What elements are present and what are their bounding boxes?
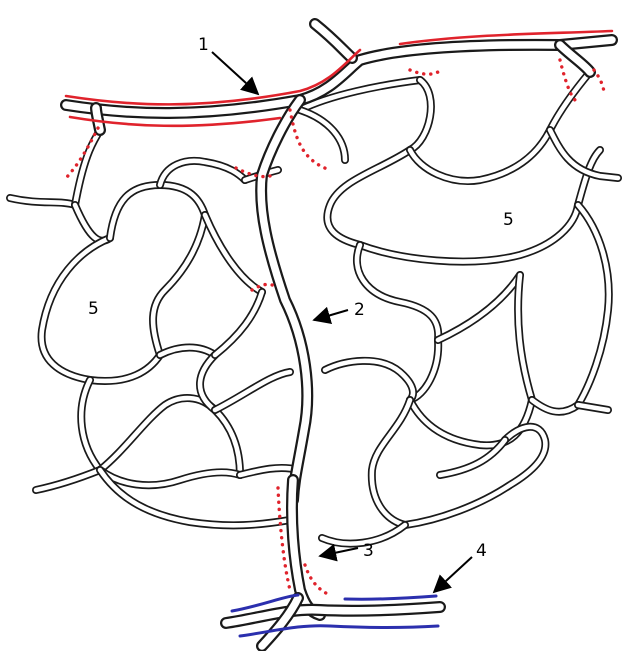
vessel-lumen <box>550 72 590 130</box>
capillary-network <box>10 72 618 544</box>
vessel-lumen <box>261 100 307 500</box>
vessel-lumen <box>315 24 352 58</box>
sphincter-dots-top <box>410 70 438 74</box>
vessel-lumen <box>327 150 410 245</box>
vessel-lumen <box>325 361 413 400</box>
capillary <box>438 275 520 340</box>
arrow-4 <box>434 557 472 592</box>
precapillary-sphincters <box>66 60 604 595</box>
venule-venous-edge-top-right <box>345 596 436 599</box>
vessel-lumen <box>36 470 100 490</box>
vessel-lumen <box>410 400 532 445</box>
capillary <box>215 292 262 355</box>
vessel-lumen <box>360 205 578 262</box>
arrow-1 <box>212 52 258 94</box>
capillary <box>327 150 410 245</box>
vessel-lumen <box>42 238 160 381</box>
label-venule: 4 <box>476 541 487 561</box>
arrow-3 <box>320 548 358 556</box>
capillary <box>153 215 205 355</box>
vessel-lumen <box>262 598 298 646</box>
capillary <box>205 215 262 292</box>
sphincter-dots-thoroughfare-right <box>305 565 330 595</box>
capillary <box>42 238 160 381</box>
label-capillary-bed-right: 5 <box>503 210 514 230</box>
vessel-lumen <box>410 130 550 181</box>
vessel-lumen <box>110 185 205 238</box>
label-metarteriole: 2 <box>354 300 365 320</box>
label-arteriole: 1 <box>198 35 209 55</box>
label-thoroughfare: 3 <box>363 541 374 561</box>
label-capillary-bed-left: 5 <box>88 299 99 319</box>
arrow-2 <box>314 310 348 320</box>
